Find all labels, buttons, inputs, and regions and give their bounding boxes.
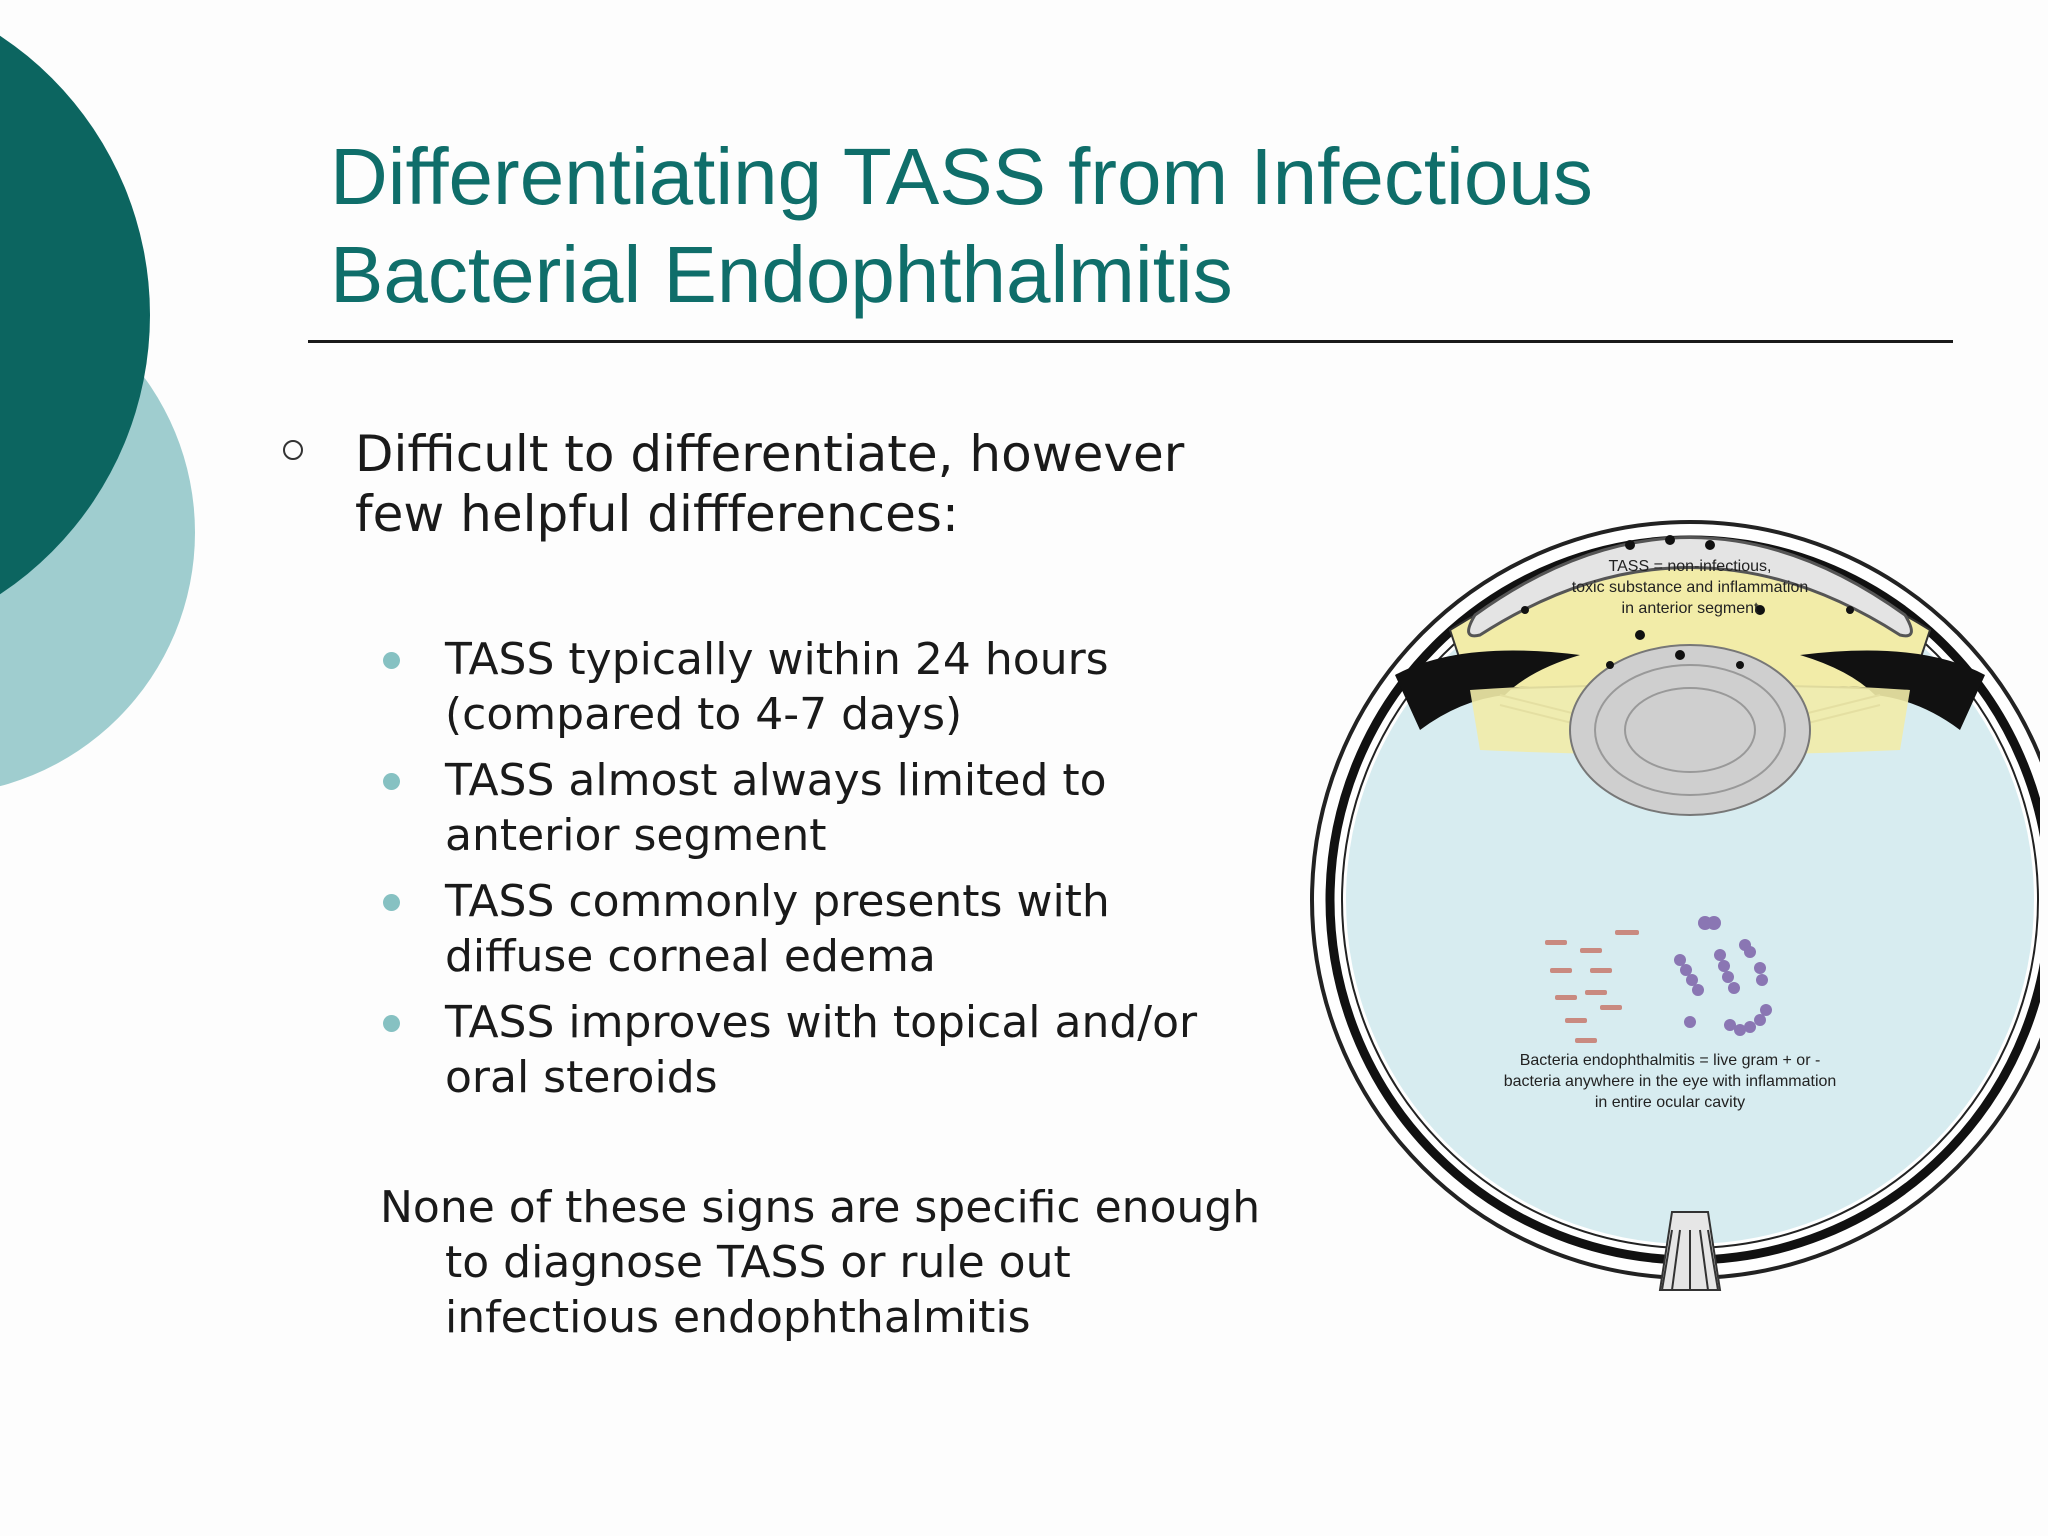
sub-bullet-line: anterior segment <box>445 810 827 861</box>
particle <box>1736 661 1744 669</box>
title-line-1: Differentiating TASS from Infectious <box>330 132 1593 221</box>
sub-bullet-item: TASS commonly presents with diffuse corn… <box>380 874 1340 984</box>
coccus <box>1754 1014 1766 1026</box>
rod-bacterium <box>1600 1005 1622 1010</box>
coccus <box>1680 964 1692 976</box>
title-divider <box>308 340 1953 343</box>
note-line-2: to diagnose TASS or rule out <box>445 1237 1071 1288</box>
main-bullet-line-1: Difficult to differentiate, however <box>355 425 1185 483</box>
sub-bullet-list: TASS typically within 24 hours (compared… <box>380 632 1340 1116</box>
toxic-particles <box>1521 535 1854 669</box>
title-line-2: Bacterial Endophthalmitis <box>330 230 1233 319</box>
coccus <box>1744 946 1756 958</box>
particle <box>1521 606 1529 614</box>
note-line-1: None of these signs are specific enough <box>380 1182 1261 1233</box>
coccus <box>1728 982 1740 994</box>
cocci-bacteria <box>1674 916 1772 1036</box>
lens-ring <box>1594 664 1786 796</box>
particle <box>1665 535 1675 545</box>
coccus <box>1724 1019 1736 1031</box>
coccus <box>1734 1024 1746 1036</box>
particle <box>1755 605 1765 615</box>
coccus <box>1756 974 1768 986</box>
eye-diagram: TASS = non-infectious, toxic substance a… <box>1300 490 2040 1310</box>
sub-bullet-item: TASS typically within 24 hours (compared… <box>380 632 1340 742</box>
bullet-dot-icon <box>383 894 400 911</box>
sub-bullet-line: TASS typically within 24 hours <box>445 634 1109 685</box>
sub-bullet-line: diffuse corneal edema <box>445 931 936 982</box>
coccus <box>1707 916 1721 930</box>
bacteria-label-line: Bacteria endophthalmitis = live gram + o… <box>1519 1052 1821 1069</box>
coccus <box>1692 984 1704 996</box>
coccus <box>1760 1004 1772 1016</box>
coccus <box>1684 1016 1696 1028</box>
rod-bacterium <box>1575 1038 1597 1043</box>
rod-bacteria <box>1545 930 1639 1043</box>
sub-bullet-line: TASS almost always limited to <box>445 755 1107 806</box>
particle <box>1625 540 1635 550</box>
rod-bacterium <box>1580 948 1602 953</box>
rod-bacterium <box>1585 990 1607 995</box>
rod-bacterium <box>1550 968 1572 973</box>
main-bullet: Difficult to differentiate, however few … <box>355 424 1305 544</box>
lens <box>1569 644 1811 816</box>
sub-bullet-item: TASS almost always limited to anterior s… <box>380 753 1340 863</box>
sub-bullet-line: (compared to 4-7 days) <box>445 689 963 740</box>
coccus <box>1686 974 1698 986</box>
note-line-3: infectious endophthalmitis <box>445 1292 1031 1343</box>
bacteria-label: Bacteria endophthalmitis = live gram + o… <box>1450 1050 1890 1113</box>
particle <box>1675 650 1685 660</box>
coccus <box>1722 971 1734 983</box>
sub-bullet-item: TASS improves with topical and/or oral s… <box>380 995 1340 1105</box>
coccus <box>1744 1021 1756 1033</box>
rod-bacterium <box>1615 930 1639 935</box>
particle <box>1705 540 1715 550</box>
bacteria-label-line: bacteria anywhere in the eye with inflam… <box>1503 1073 1837 1090</box>
rod-bacterium <box>1555 995 1577 1000</box>
bullet-dot-icon <box>383 773 400 790</box>
coccus <box>1754 962 1766 974</box>
particle <box>1635 630 1645 640</box>
coccus <box>1714 949 1726 961</box>
eye-diagram-graphic <box>1310 520 2040 1291</box>
sub-bullet-line: oral steroids <box>445 1052 718 1103</box>
rod-bacterium <box>1590 968 1612 973</box>
particle <box>1846 606 1854 614</box>
tass-label-line: TASS = non-infectious, <box>1608 558 1772 575</box>
optic-nerve-fibers <box>1661 1229 1719 1291</box>
lens-core <box>1624 687 1756 773</box>
bullet-dot-icon <box>383 1015 400 1032</box>
hollow-circle-bullet-icon <box>283 440 303 460</box>
coccus <box>1674 954 1686 966</box>
tass-label-line: toxic substance and inflammation <box>1571 579 1809 596</box>
slide-title: Differentiating TASS from Infectious Bac… <box>330 128 1930 324</box>
sub-bullet-line: TASS improves with topical and/or <box>445 997 1198 1048</box>
bacteria-label-line: in entire ocular cavity <box>1594 1094 1746 1111</box>
rod-bacterium <box>1545 940 1567 945</box>
rod-bacterium <box>1565 1018 1587 1023</box>
summary-note: None of these signs are specific enough … <box>380 1180 1330 1345</box>
sub-bullet-line: TASS commonly presents with <box>445 876 1110 927</box>
bullet-dot-icon <box>383 652 400 669</box>
tass-label: TASS = non-infectious, toxic substance a… <box>1520 556 1860 619</box>
tass-label-line: in anterior segment <box>1621 600 1759 617</box>
coccus <box>1718 960 1730 972</box>
main-bullet-line-2: few helpful diffferences: <box>355 485 959 543</box>
particle <box>1606 661 1614 669</box>
